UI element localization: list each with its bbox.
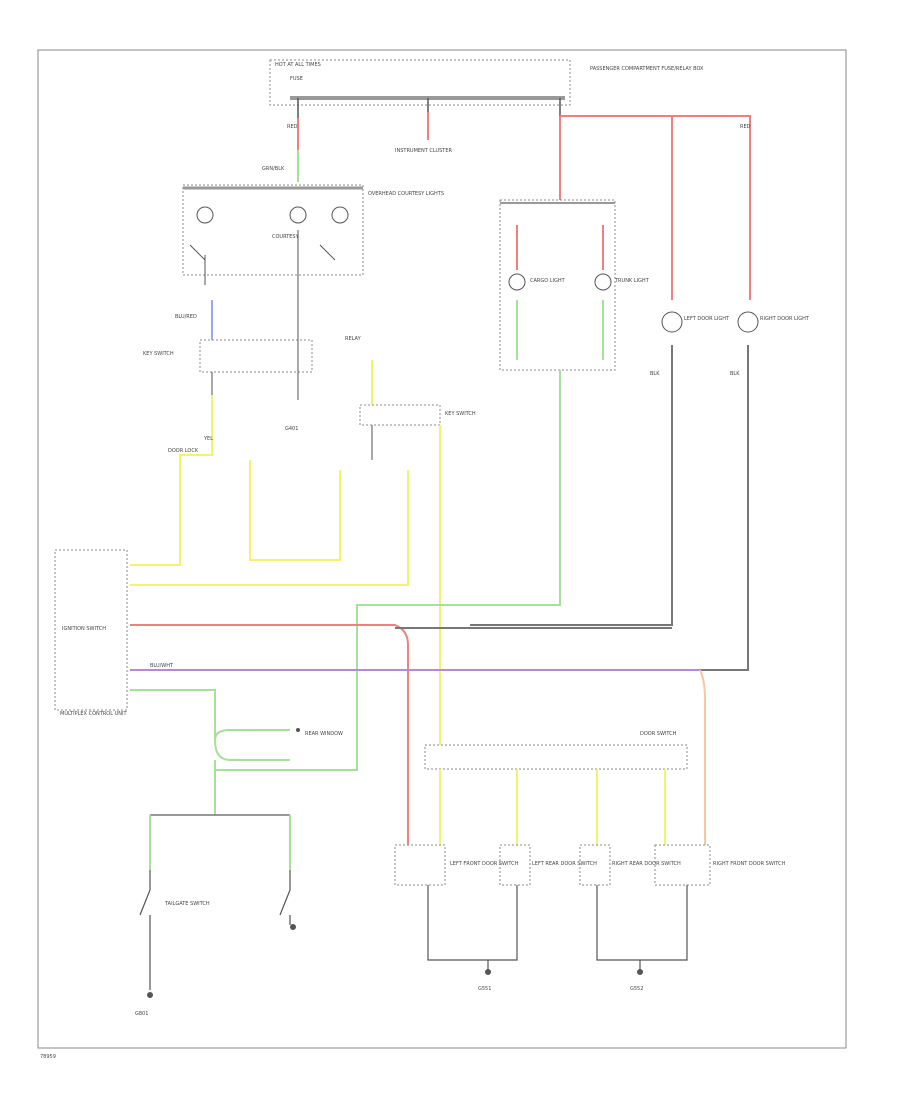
overhead-light-box xyxy=(182,184,364,276)
relay-label: RELAY xyxy=(345,336,362,342)
svg-text:KEY SWITCH: KEY SWITCH xyxy=(445,411,476,417)
lf-sw-label: LEFT FRONT DOOR SWITCH xyxy=(450,861,519,867)
wire-yel-relay-down xyxy=(130,470,409,586)
mult-control-label: MULTIPLEX CONTROL UNIT xyxy=(60,711,127,717)
rf-sw-label: RIGHT FRONT DOOR SWITCH xyxy=(713,861,786,867)
fuse-label: FUSE xyxy=(290,76,303,82)
svg-text:BLU/RED: BLU/RED xyxy=(175,314,197,320)
ground-2-label: G552 xyxy=(630,986,643,992)
ground-3-label: G401 xyxy=(285,426,298,432)
footer-code: 78959 xyxy=(40,1054,56,1060)
rf-switch xyxy=(654,844,711,886)
wire-grn-mult-down xyxy=(130,689,290,761)
svg-text:RED: RED xyxy=(740,124,751,130)
door-lock-label: DOOR LOCK xyxy=(168,448,199,454)
rear-win-label: REAR WINDOW xyxy=(305,731,343,737)
lf-switch xyxy=(394,844,446,886)
svg-text:BLK: BLK xyxy=(730,371,740,377)
door-switch-label: DOOR SWITCH xyxy=(640,731,677,737)
ground-1-label: G551 xyxy=(478,986,491,992)
wire-blk-rear-right xyxy=(690,345,749,671)
fuse-box xyxy=(269,59,571,106)
wire-yel-left-2 xyxy=(249,460,341,561)
rr-switch xyxy=(579,844,611,886)
tail-ground-label: G801 xyxy=(135,1011,148,1017)
ign-switch-label: IGNITION SWITCH xyxy=(62,626,106,632)
mult-control-box xyxy=(54,549,128,711)
wire-blk-rear-left xyxy=(470,345,673,626)
wire-red-cargo xyxy=(516,225,604,270)
courtesy-label: COURTESY xyxy=(272,234,300,240)
key-switch-label: KEY SWITCH xyxy=(143,351,174,357)
diagram-frame xyxy=(37,49,847,1049)
relay-box xyxy=(359,404,441,426)
overhead-label: OVERHEAD COURTESY LIGHTS xyxy=(368,191,444,197)
svg-text:RED: RED xyxy=(287,124,298,130)
instrument-cluster-label: INSTRUMENT CLUSTER xyxy=(395,148,453,154)
left-switch-box xyxy=(199,339,313,373)
door-switch-bus xyxy=(424,744,688,770)
wire-grn-left-sw xyxy=(149,815,291,870)
wire-red-mult xyxy=(130,624,409,845)
trunk-light-label: TRUNK LIGHT xyxy=(614,278,650,284)
cargo-light-label: CARGO LIGHT xyxy=(530,278,566,284)
wire-grn-cargo xyxy=(516,300,604,360)
rr-sw-label: RIGHT REAR DOOR SWITCH xyxy=(612,861,681,867)
svg-text:BLK: BLK xyxy=(650,371,660,377)
svg-text:GRN/BLK: GRN/BLK xyxy=(262,166,285,172)
wire-yel-left-1 xyxy=(130,395,213,566)
wire-red-cargo-trunk xyxy=(560,115,751,300)
svg-text:BLU/WHT: BLU/WHT xyxy=(150,663,174,669)
rear-left-light-label: LEFT DOOR LIGHT xyxy=(684,316,730,322)
svg-text:YEL: YEL xyxy=(203,436,213,442)
wire-grn-long xyxy=(215,370,561,771)
tail-sw-label: TAILGATE SWITCH xyxy=(164,901,210,907)
cargo-light-box xyxy=(499,199,616,371)
rear-right-light-label: RIGHT DOOR LIGHT xyxy=(760,316,810,322)
hot-label: HOT AT ALL TIMES xyxy=(275,62,321,68)
lr-switch xyxy=(499,844,531,886)
lr-sw-label: LEFT REAR DOOR SWITCH xyxy=(532,861,597,867)
fuse-box-title: PASSENGER COMPARTMENT FUSE/RELAY BOX xyxy=(590,66,704,72)
wire-peach-rf xyxy=(699,669,706,845)
